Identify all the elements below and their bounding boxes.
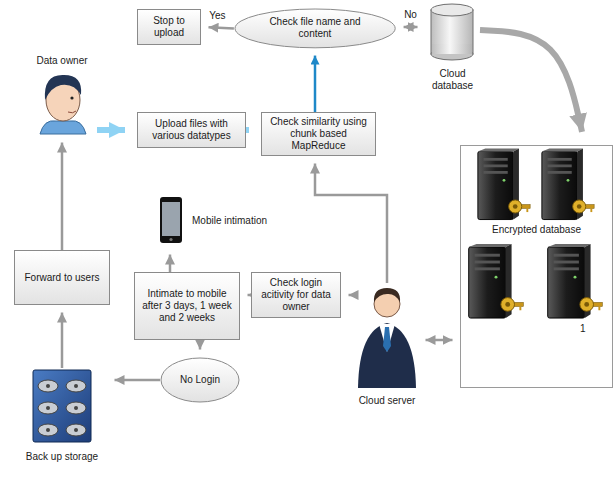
node-text: Check login acitivity for data owner xyxy=(257,277,335,313)
flow-arrow xyxy=(169,255,172,273)
eye xyxy=(70,96,73,99)
ellipse-shape xyxy=(235,9,395,48)
edge-label: No xyxy=(402,9,419,21)
node-text: Back up storage xyxy=(26,451,98,463)
process-box: Check login acitivity for data owner xyxy=(251,272,341,318)
tablet-screen xyxy=(162,202,180,236)
shirt xyxy=(40,121,86,134)
node-text: Cloud server xyxy=(359,395,416,407)
backup-storage-icon xyxy=(33,370,91,442)
database-node: Cloud database xyxy=(425,0,480,92)
cabinet xyxy=(33,370,91,442)
server-icon xyxy=(469,244,524,318)
hair xyxy=(45,75,81,100)
disk-hub xyxy=(74,406,78,410)
actor-node: Data owner xyxy=(27,55,97,135)
node-text: Forward to users xyxy=(24,272,99,284)
flow-arrow xyxy=(404,26,418,29)
disk xyxy=(66,424,86,436)
shirt xyxy=(379,324,395,352)
flow-arrow xyxy=(97,127,125,133)
callout-number: 1 xyxy=(578,323,588,335)
actor-node: Cloud server xyxy=(356,283,418,407)
flow-arrow xyxy=(208,27,233,28)
disk xyxy=(66,402,86,414)
tie xyxy=(383,327,391,352)
cylinder-fill xyxy=(432,44,472,54)
server-icon xyxy=(548,244,603,318)
flow-arrow xyxy=(314,56,317,112)
flow-arrow xyxy=(61,143,64,251)
process-box: Forward to users xyxy=(14,250,110,305)
disk-hub xyxy=(46,384,50,388)
flow-arrow xyxy=(426,339,453,342)
process-box: Check similarity using chunk based MapRe… xyxy=(261,112,376,156)
process-box: Intimate to mobile after 3 days, 1 week … xyxy=(134,272,240,340)
flow-arrow xyxy=(115,379,161,382)
node-text: Upload files with various datatypes xyxy=(143,118,240,142)
flow-arrow xyxy=(61,313,64,369)
flow-arrow xyxy=(199,340,202,350)
tablet-icon xyxy=(160,197,182,243)
ellipse-shape xyxy=(161,358,239,402)
node-text: Check similarity using chunk based MapRe… xyxy=(267,116,370,152)
mouth xyxy=(68,111,76,113)
node-text: Intimate to mobile after 3 days, 1 week … xyxy=(140,288,234,324)
flow-arrow xyxy=(480,30,582,132)
disk-hub xyxy=(46,428,50,432)
database-cylinder xyxy=(431,4,473,60)
flow-arrow xyxy=(246,127,249,133)
disk xyxy=(66,380,86,392)
disk xyxy=(38,424,58,436)
tablet-body xyxy=(160,197,182,243)
suit xyxy=(358,323,416,388)
server-icon xyxy=(542,149,594,220)
node-text: Stop to upload xyxy=(143,15,195,39)
process-box: Upload files with various datatypes xyxy=(137,112,246,148)
tablet-button xyxy=(169,238,172,241)
flow-arrow xyxy=(315,164,387,284)
decision-ellipse: Check file name and content xyxy=(234,8,396,49)
node-text: Mobile intimation xyxy=(192,215,267,227)
storage-node: Back up storage xyxy=(17,368,107,463)
disk xyxy=(38,380,58,392)
node-text: No Login xyxy=(180,374,220,386)
cylinder-top xyxy=(431,4,473,16)
cylinder-body xyxy=(431,10,473,54)
node-text: Encrypted database xyxy=(492,224,581,236)
flow-arrow xyxy=(349,294,357,297)
state-ellipse: No Login xyxy=(160,357,240,403)
server-person-figure xyxy=(358,288,416,388)
process-box: Stop to upload xyxy=(137,9,201,45)
disk-hub xyxy=(46,406,50,410)
disk-hub xyxy=(74,384,78,388)
database-panel: Encrypted database xyxy=(460,145,613,388)
edge-label: Yes xyxy=(207,10,227,22)
disk xyxy=(38,402,58,414)
data-owner-figure xyxy=(40,75,86,134)
device-node: Mobile intimation xyxy=(158,195,288,247)
server-icon xyxy=(478,149,530,220)
hair xyxy=(374,288,400,302)
node-text: Cloud database xyxy=(425,68,480,92)
disk-hub xyxy=(74,428,78,432)
node-text: Data owner xyxy=(36,55,87,67)
node-text: Check file name and content xyxy=(253,16,376,40)
